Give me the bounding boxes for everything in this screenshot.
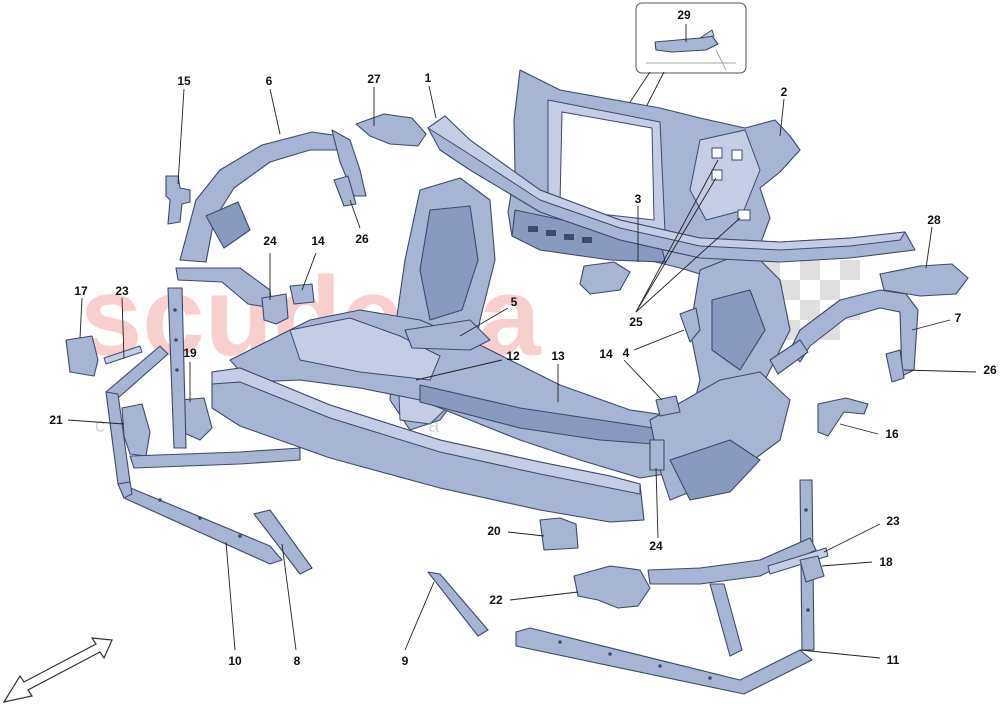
part-23-left-bar — [103, 345, 143, 365]
part-16-bracket — [817, 397, 869, 437]
inset-detail-box: 29 — [544, 2, 747, 241]
part-22-bracket — [573, 565, 651, 609]
front-bumper-beam — [211, 367, 645, 523]
part-26-right-bracket — [885, 349, 905, 383]
inset-label: 29 — [677, 8, 691, 22]
part-6-left-upper-arch — [175, 129, 367, 309]
callout-9: 9 — [402, 654, 409, 668]
callout-27: 27 — [367, 72, 381, 86]
part-18-bracket — [799, 555, 825, 583]
front-direction-arrow-icon — [2, 637, 113, 703]
callout-24-upper: 24 — [263, 234, 277, 248]
part-14-left-bracket — [289, 283, 315, 305]
part-9-strip — [427, 571, 489, 637]
callout-6: 6 — [266, 74, 273, 88]
callout-11: 11 — [887, 653, 900, 667]
callout-13: 13 — [551, 349, 565, 363]
callout-25: 25 — [629, 315, 643, 329]
part-14-right-bracket — [655, 395, 681, 417]
part-7-right-upper-arch — [769, 289, 919, 377]
callout-7: 7 — [955, 311, 962, 325]
callout-28: 28 — [927, 213, 941, 227]
callout-5: 5 — [511, 295, 518, 309]
callout-26-right: 26 — [983, 363, 997, 377]
part-26-left-bracket — [333, 175, 357, 207]
part-27-bracket — [355, 113, 427, 147]
central-subframe — [229, 309, 791, 501]
part-20-bracket — [539, 517, 579, 551]
part-17-bracket — [65, 335, 99, 377]
part-10-left-lower-frame — [105, 287, 301, 565]
callout-24-lower: 24 — [649, 539, 663, 553]
part-29-tab — [699, 29, 715, 39]
callout-21: 21 — [49, 413, 63, 427]
callout-15: 15 — [177, 74, 191, 88]
callout-12: 12 — [506, 349, 520, 363]
callout-22: 22 — [489, 593, 503, 607]
callout-3: 3 — [635, 192, 642, 206]
callout-14-right: 14 — [599, 347, 613, 361]
callout-26-left: 26 — [355, 232, 369, 246]
part-1-upper-cross-beam — [427, 115, 916, 263]
part-28-bracket — [879, 263, 969, 297]
callout-20: 20 — [487, 524, 501, 538]
callout-17: 17 — [74, 284, 88, 298]
callout-23-right: 23 — [886, 514, 900, 528]
part-11-right-lower-frame — [515, 479, 817, 695]
callout-4: 4 — [623, 346, 630, 360]
callout-14-left: 14 — [311, 234, 325, 248]
part-24-upper-bracket — [261, 293, 289, 325]
callout-16: 16 — [885, 427, 899, 441]
callout-labels: 1 2 3 4 5 6 7 8 9 10 11 12 13 14 14 15 1… — [49, 71, 997, 668]
part-23-right-bar — [767, 547, 829, 575]
callout-2: 2 — [781, 85, 788, 99]
callout-23-left: 23 — [115, 284, 129, 298]
part-6-end-bracket — [331, 129, 367, 197]
part-4-bracket — [679, 307, 701, 343]
callout-18: 18 — [879, 555, 893, 569]
callout-8: 8 — [294, 654, 301, 668]
part-8-strip — [253, 509, 313, 575]
part-15-bracket — [165, 175, 191, 225]
callout-1: 1 — [425, 71, 432, 85]
leader-lines — [67, 85, 977, 659]
part-24-lower-bracket — [649, 439, 665, 471]
part-3-bracket — [579, 261, 631, 295]
part-21-bracket — [121, 403, 151, 457]
callout-10: 10 — [228, 654, 242, 668]
callout-19: 19 — [183, 346, 197, 360]
part-5-bracket — [404, 319, 491, 351]
